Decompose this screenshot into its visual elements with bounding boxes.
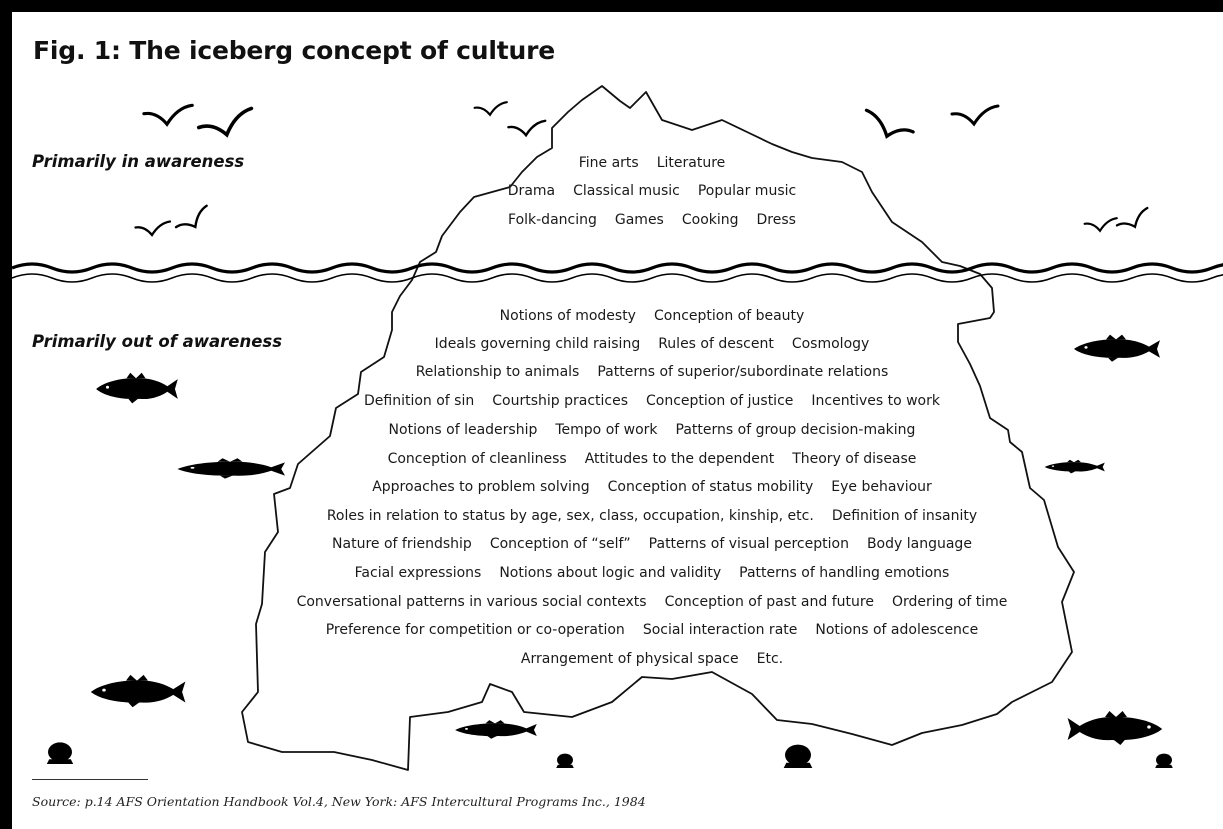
- source-citation: Source: p.14 AFS Orientation Handbook Vo…: [32, 794, 646, 809]
- culture-term: Incentives to work: [811, 393, 940, 409]
- above-row: Drama Classical music Popular music: [252, 181, 1052, 201]
- bird-icon: [172, 204, 214, 236]
- shell-icon: [46, 742, 74, 764]
- culture-term: Conception of status mobility: [607, 479, 814, 495]
- culture-term: Drama: [507, 183, 556, 199]
- culture-term: Definition of sin: [364, 393, 475, 409]
- culture-term: Notions of adolescence: [815, 622, 979, 638]
- bird-icon: [134, 220, 172, 237]
- culture-term: Patterns of superior/subordinate relatio…: [597, 364, 889, 380]
- wave-line-lower: [12, 273, 1223, 283]
- culture-term: Ordering of time: [891, 594, 1008, 610]
- culture-term: Fine arts: [578, 155, 639, 171]
- awareness-label: Primarily in awareness: [32, 152, 245, 171]
- culture-term: Theory of disease: [792, 451, 917, 467]
- culture-term: Social interaction rate: [642, 622, 798, 638]
- shell-icon: [783, 744, 813, 768]
- bird-icon: [142, 103, 194, 126]
- culture-term: Folk-dancing: [508, 212, 597, 228]
- bird-icon: [1083, 217, 1118, 232]
- culture-term: Preference for competition or co-operati…: [325, 622, 625, 638]
- source-divider: [32, 779, 148, 780]
- culture-term: Facial expressions: [354, 565, 482, 581]
- below-row: Conception of cleanliness Attitudes to th…: [252, 449, 1052, 469]
- below-row: Facial expressions Notions about logic an…: [252, 563, 1052, 583]
- figure-title: Fig. 1: The iceberg concept of culture: [33, 36, 555, 65]
- culture-term: Dress: [756, 212, 796, 228]
- culture-term: Courtship practices: [492, 393, 629, 409]
- culture-term: Nature of friendship: [332, 536, 472, 552]
- figure-page: Fig. 1: The iceberg concept of culture P…: [12, 12, 1223, 829]
- fish-icon: [1074, 334, 1160, 362]
- above-row: Fine arts Literature: [252, 153, 1052, 173]
- culture-term: Attitudes to the dependent: [584, 451, 775, 467]
- iceberg-illustration: [12, 85, 1223, 771]
- above-row: Folk-dancing Games Cooking Dress: [252, 210, 1052, 230]
- culture-term: Patterns of visual perception: [648, 536, 849, 552]
- below-row: Roles in relation to status by age, sex,…: [252, 506, 1052, 526]
- iceberg-outline: [241, 85, 1075, 771]
- culture-term: Literature: [656, 155, 726, 171]
- culture-term: Conception of beauty: [653, 308, 805, 324]
- culture-term: Conception of justice: [646, 393, 794, 409]
- fish-icon: [1067, 711, 1163, 745]
- culture-term: Notions about logic and validity: [499, 565, 722, 581]
- culture-term: Cooking: [681, 212, 739, 228]
- culture-term: Approaches to problem solving: [372, 479, 590, 495]
- fish-icon: [96, 372, 178, 404]
- culture-term: Conception of cleanliness: [387, 451, 567, 467]
- culture-term: Body language: [866, 536, 972, 552]
- culture-term: Conversational patterns in various socia…: [296, 594, 647, 610]
- bird-icon: [1113, 206, 1154, 234]
- bird-icon: [859, 108, 918, 145]
- culture-term: Definition of insanity: [831, 508, 978, 524]
- fish-icon: [455, 720, 537, 739]
- fish-icon: [1044, 459, 1105, 474]
- culture-term: Popular music: [697, 183, 797, 199]
- bird-icon: [473, 101, 508, 116]
- below-row: Conversational patterns in various socia…: [252, 592, 1052, 612]
- culture-term: Ideals governing child raising: [434, 336, 641, 352]
- culture-term: Relationship to animals: [415, 364, 580, 380]
- culture-term: Notions of modesty: [499, 308, 636, 324]
- shell-icon: [1155, 753, 1173, 768]
- culture-term: Notions of leadership: [388, 422, 538, 438]
- wave-line-upper: [12, 262, 1223, 274]
- culture-term: Etc.: [756, 651, 784, 667]
- below-row: Definition of sin Courtship practices Conc…: [252, 391, 1052, 411]
- below-row: Arrangement of physical space Etc.: [252, 649, 1052, 669]
- bird-icon: [507, 119, 547, 137]
- below-row: Approaches to problem solving Conception …: [252, 477, 1052, 497]
- culture-term: Eye behaviour: [831, 479, 932, 495]
- culture-term: Conception of past and future: [664, 594, 874, 610]
- below-row: Ideals governing child raising Rules of d…: [252, 334, 1052, 354]
- culture-term: Arrangement of physical space: [520, 651, 739, 667]
- below-row: Nature of friendship Conception of “self”…: [252, 534, 1052, 554]
- fish-icon: [90, 674, 186, 708]
- below-row: Preference for competition or co-operati…: [252, 620, 1052, 640]
- bird-icon: [195, 106, 257, 142]
- bird-icon: [950, 104, 1000, 126]
- culture-term: Conception of “self”: [489, 536, 631, 552]
- culture-term: Patterns of group decision-making: [675, 422, 916, 438]
- out-of-awareness-label: Primarily out of awareness: [32, 332, 283, 351]
- culture-term: Games: [614, 212, 664, 228]
- shell-icon: [556, 753, 574, 768]
- culture-term: Patterns of handling emotions: [739, 565, 950, 581]
- culture-term: Classical music: [573, 183, 680, 199]
- culture-term: Roles in relation to status by age, sex,…: [326, 508, 814, 524]
- below-row: Notions of modesty Conception of beauty: [252, 306, 1052, 326]
- below-row: Relationship to animals Patterns of super…: [252, 362, 1052, 382]
- below-row: Notions of leadership Tempo of work Patter…: [252, 420, 1052, 440]
- culture-term: Cosmology: [791, 336, 870, 352]
- culture-term: Tempo of work: [555, 422, 658, 438]
- culture-term: Rules of descent: [658, 336, 774, 352]
